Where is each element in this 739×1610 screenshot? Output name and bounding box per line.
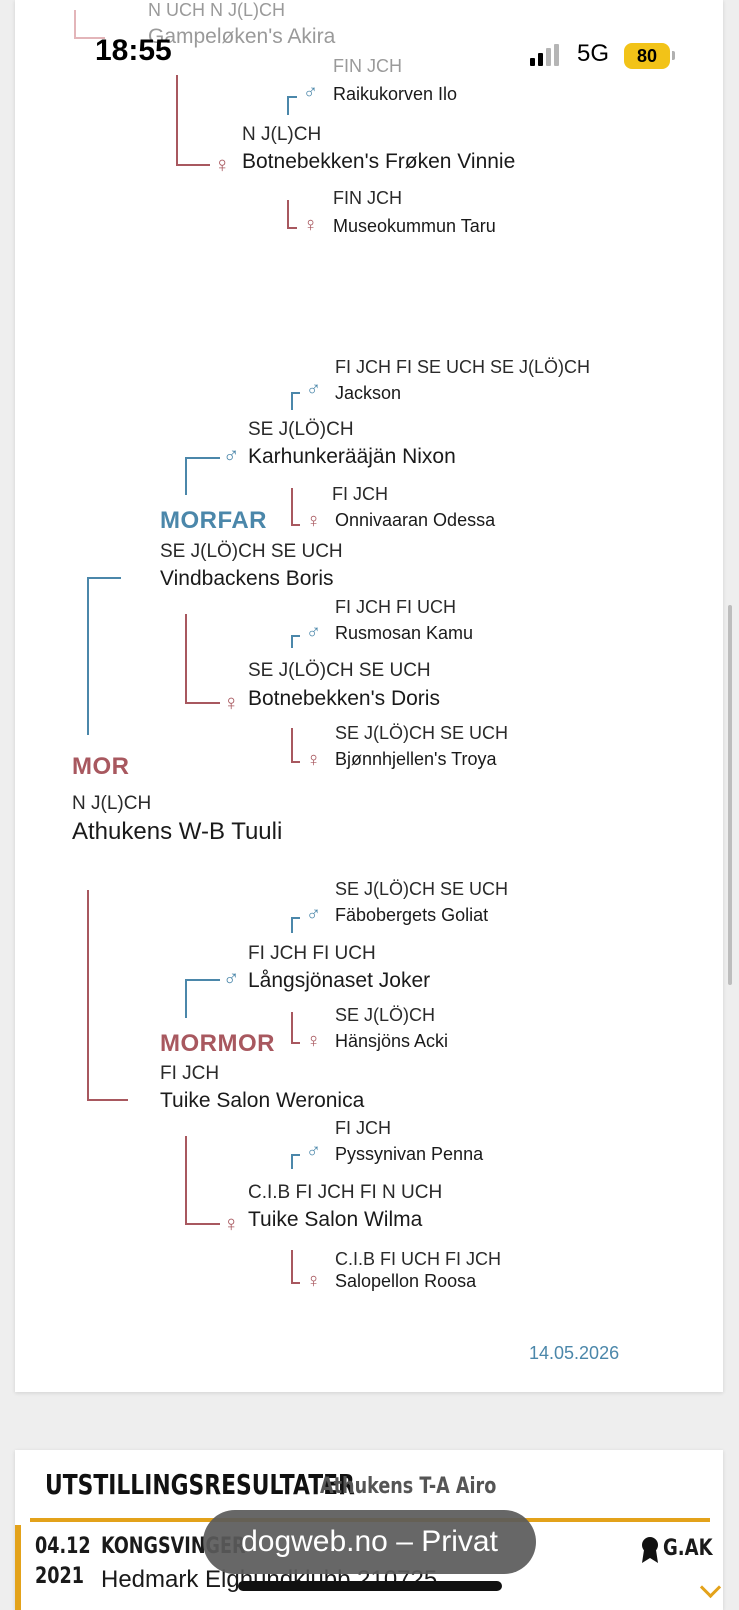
mormor-sire-dam-titles: SE J(LÖ)CH — [335, 1005, 436, 1025]
morfar-dam-sire-titles: FI JCH FI UCH — [335, 597, 456, 617]
morfar-dam-dam-titles: SE J(LÖ)CH SE UCH — [335, 723, 509, 743]
browser-url-bar[interactable]: dogweb.no – Privat — [203, 1510, 536, 1574]
male-icon: ♂ — [306, 378, 321, 400]
top-dam-titles: N J(L)CH — [242, 124, 322, 145]
result-grade: G.AK — [663, 1536, 713, 1561]
results-dog-name: Athukens T-A Airo — [320, 1474, 497, 1499]
top-sire-titles: FIN JCH — [333, 56, 402, 76]
male-icon: ♂ — [306, 621, 321, 643]
mormor-role-label: MORMOR — [160, 1030, 275, 1057]
morfar-titles: SE J(LÖ)CH SE UCH — [160, 541, 343, 562]
morfar-dam-dam-name[interactable]: Bjønnhjellen's Troya — [335, 749, 497, 769]
pedigree-connector-lines — [74, 10, 300, 1284]
home-indicator[interactable] — [238, 1581, 502, 1591]
award-ribbon-icon — [642, 1537, 658, 1563]
mormor-dam-sire-name[interactable]: Pyssynivan Penna — [335, 1144, 484, 1164]
mormor-sire-sire-name[interactable]: Fäbobergets Goliat — [335, 905, 489, 925]
female-icon: ♀ — [306, 510, 321, 532]
mormor-dam-dam-name[interactable]: Salopellon Roosa — [335, 1271, 477, 1291]
top-dam-name[interactable]: Botnebekken's Frøken Vinnie — [242, 150, 516, 173]
morfar-sire-sire-name[interactable]: Jackson — [335, 383, 402, 403]
morfar-sire-sire-titles: FI JCH FI SE UCH SE J(LÖ)CH — [335, 357, 591, 377]
network-label: 5G — [577, 40, 610, 67]
morfar-name[interactable]: Vindbackens Boris — [160, 567, 334, 590]
pedigree-date: 14.05.2026 — [529, 1343, 620, 1363]
female-icon: ♀ — [306, 749, 321, 771]
morfar-sire-dam-name[interactable]: Onnivaaran Odessa — [335, 510, 496, 530]
male-icon: ♂ — [306, 903, 321, 925]
morfar-dam-name[interactable]: Botnebekken's Doris — [248, 687, 440, 710]
mor-titles: N J(L)CH — [72, 793, 152, 814]
morfar-dam-sire-name[interactable]: Rusmosan Kamu — [335, 623, 474, 643]
female-icon: ♀ — [214, 152, 231, 177]
top-dam-dam-titles: FIN JCH — [333, 188, 402, 208]
top-dog-titles: N UCH N J(L)CH — [148, 0, 285, 20]
mormor-dam-dam-titles: C.I.B FI UCH FI JCH — [335, 1249, 501, 1269]
result-date-year: 2021 — [35, 1564, 84, 1589]
cellular-signal-icon — [530, 44, 566, 68]
morfar-sire-dam-titles: FI JCH — [332, 484, 388, 504]
scrollbar[interactable] — [728, 605, 732, 985]
female-icon: ♀ — [306, 1030, 321, 1052]
male-icon: ♂ — [223, 442, 240, 467]
mormor-dam-titles: C.I.B FI JCH FI N UCH — [248, 1182, 443, 1203]
status-time: 18:55 — [95, 34, 172, 67]
top-dam-dam-name[interactable]: Museokummun Taru — [333, 216, 496, 236]
female-icon: ♀ — [223, 690, 240, 715]
mormor-sire-dam-name[interactable]: Hänsjöns Acki — [335, 1031, 449, 1051]
pedigree-card: N UCH N J(L)CH Gampeløken's Akira FIN JC… — [15, 0, 723, 1392]
top-sire-name[interactable]: Raikukorven Ilo — [333, 84, 458, 104]
battery-level: 80 — [636, 46, 658, 66]
mormor-titles: FI JCH — [160, 1063, 220, 1084]
url-label: dogweb.no – Privat — [241, 1525, 498, 1558]
female-icon: ♀ — [306, 1270, 321, 1292]
battery-tip — [672, 51, 675, 60]
female-icon: ♀ — [303, 214, 318, 236]
morfar-role-label: MORFAR — [160, 507, 267, 534]
male-icon: ♂ — [306, 1140, 321, 1162]
results-heading: UTSTILLINGSRESULTATER — [45, 1468, 355, 1501]
top-dog-name: Gampeløken's Akira — [148, 25, 336, 48]
mormor-dam-sire-titles: FI JCH — [335, 1118, 391, 1138]
mormor-name[interactable]: Tuike Salon Weronica — [160, 1089, 365, 1112]
mormor-sire-name[interactable]: Långsjönaset Joker — [248, 969, 431, 992]
mor-name[interactable]: Athukens W-B Tuuli — [72, 818, 283, 845]
mormor-sire-titles: FI JCH FI UCH — [248, 943, 376, 964]
result-date-day: 04.12 — [35, 1534, 91, 1559]
battery-icon: 80 — [624, 43, 670, 69]
morfar-dam-titles: SE J(LÖ)CH SE UCH — [248, 660, 431, 681]
mormor-sire-sire-titles: SE J(LÖ)CH SE UCH — [335, 879, 509, 899]
female-icon: ♀ — [223, 1211, 240, 1236]
morfar-sire-name[interactable]: Karhunkerääjän Nixon — [248, 445, 456, 468]
male-icon: ♂ — [303, 81, 318, 103]
result-row-accent — [15, 1525, 21, 1610]
male-icon: ♂ — [223, 965, 240, 990]
mormor-dam-name[interactable]: Tuike Salon Wilma — [248, 1208, 423, 1231]
chevron-down-icon[interactable] — [699, 1576, 722, 1599]
mor-role-label: MOR — [72, 753, 130, 780]
morfar-sire-titles: SE J(LÖ)CH — [248, 419, 354, 440]
